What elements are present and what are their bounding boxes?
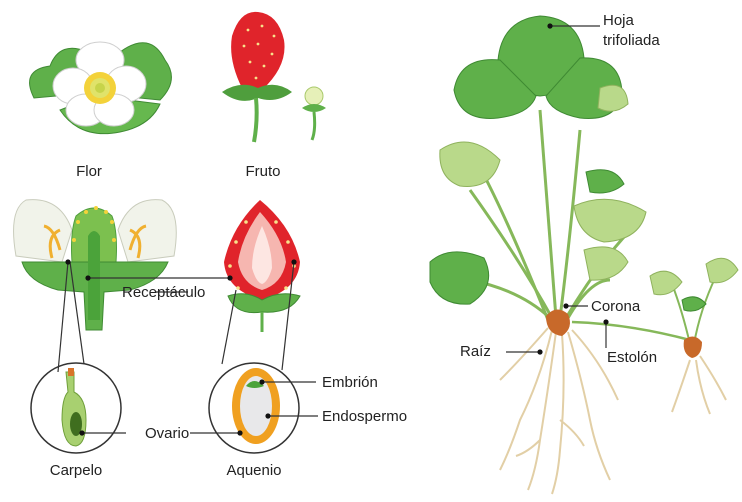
label-receptaculo: Receptáculo [122, 284, 205, 301]
fruit-illustration [222, 12, 326, 142]
label-carpelo: Carpelo [50, 462, 103, 479]
strawberry-plant-illustration [430, 16, 738, 494]
label-raiz: Raíz [460, 343, 491, 360]
label-aquenio: Aquenio [226, 462, 281, 479]
label-embrion: Embrión [322, 374, 378, 391]
label-estolon: Estolón [607, 349, 657, 366]
carpel-detail [31, 363, 121, 453]
label-hoja-line2: trifoliada [603, 32, 660, 49]
label-ovario: Ovario [145, 425, 189, 442]
label-hoja-line1: Hoja [603, 12, 634, 29]
label-corona: Corona [591, 298, 640, 315]
label-fruto: Fruto [245, 163, 280, 180]
flower-illustration [30, 42, 172, 134]
label-endospermo: Endospermo [322, 408, 407, 425]
flower-cross-section [14, 200, 177, 330]
achene-detail [209, 363, 299, 453]
label-flor: Flor [76, 163, 102, 180]
